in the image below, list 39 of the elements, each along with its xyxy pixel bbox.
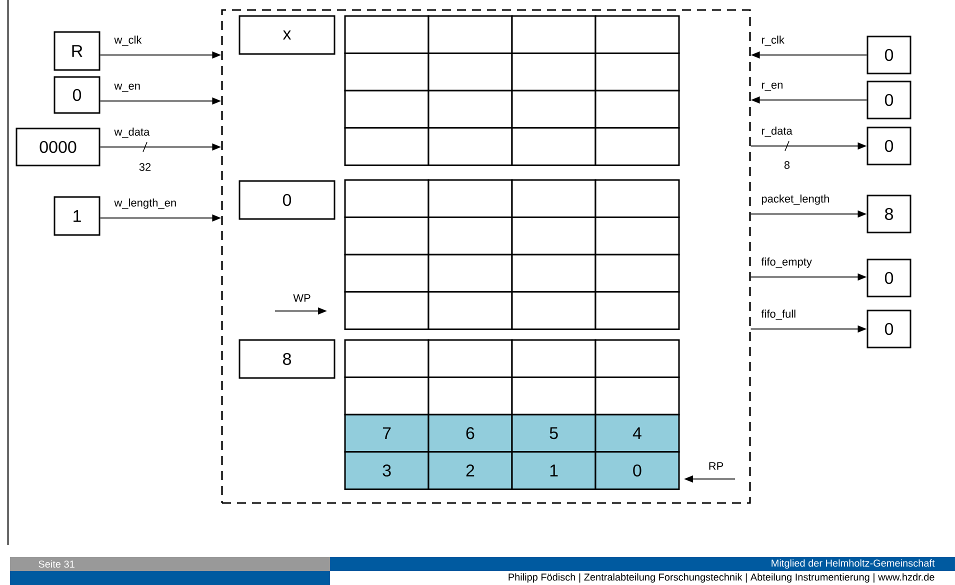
value-box: R [54, 31, 100, 71]
cell-number: 1 [550, 464, 558, 476]
value-box: 0 [866, 310, 912, 348]
pointer-label: RP [709, 462, 724, 470]
fifo-boundary [221, 9, 751, 504]
signal-label: r_data [762, 126, 792, 137]
value-box: 0 [866, 126, 912, 166]
value-box: x [238, 15, 336, 55]
signal-label: w_en [114, 84, 140, 92]
signal-label: w_length_en [114, 198, 176, 209]
bus-width: 8 [784, 161, 790, 169]
cell-number: 0 [633, 464, 642, 477]
footer-bar: Mitglied der Helmholtz-Gemeinschaft [330, 557, 955, 571]
signal-label: w_data [114, 128, 150, 138]
value-box: 0 [238, 180, 336, 220]
footer-text: Philipp Födisch | Zentralabteilung Forschungstechnik | Abteilung Instrumentierung | www.hzdr.de [508, 573, 934, 583]
value-box: 0 [54, 76, 100, 114]
bus-width: 32 [139, 163, 151, 171]
signal-label: fifo_empty [761, 258, 812, 268]
value-box: 1 [54, 196, 100, 236]
value-box: 0 [866, 80, 912, 120]
signal-label: w_clk [114, 36, 142, 46]
value-box: 8 [238, 339, 336, 379]
signal-label: r_en [762, 82, 782, 91]
value-box: 0 [866, 36, 912, 74]
signal-label: packet_length [762, 194, 829, 205]
cell-number: 7 [382, 427, 391, 440]
value-box: 0000 [16, 128, 100, 166]
signal-label: r_clk [762, 36, 784, 46]
footer-bar: Seite 31 [10, 557, 330, 571]
cell-number: 4 [632, 427, 642, 440]
cell-number: 5 [550, 427, 558, 440]
cell-number: 2 [466, 464, 474, 476]
pointer-label: WP [293, 294, 310, 302]
value-box: 0 [866, 258, 912, 298]
signal-label: fifo_full [761, 310, 796, 320]
value-box: 8 [866, 194, 912, 234]
cell-number: 3 [382, 464, 391, 477]
cell-number: 6 [466, 427, 474, 440]
